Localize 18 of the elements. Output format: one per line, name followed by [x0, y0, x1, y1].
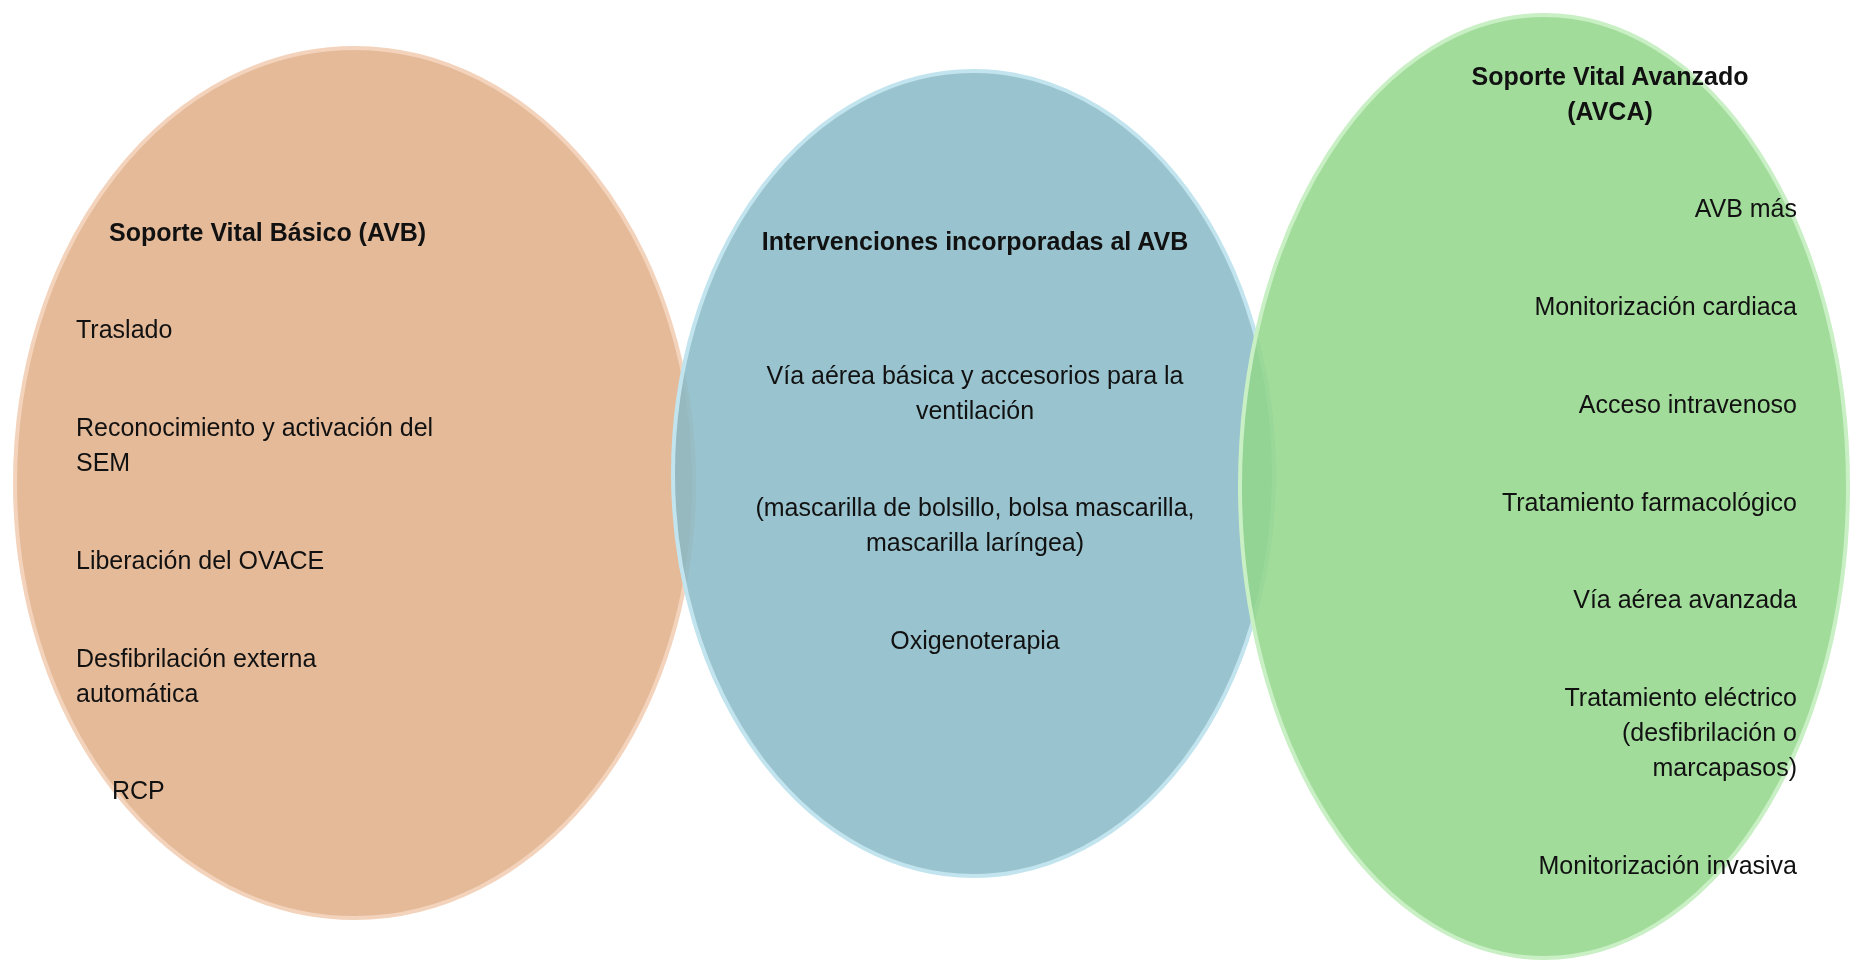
list-item: (mascarilla de bolsillo, bolsa mascarilla, mascarilla laríngea): [754, 492, 1196, 558]
heading: Intervenciones incorporadas al AVB: [760, 226, 1190, 257]
list-item: Tratamiento eléctrico (desfibrilación o marcapasos): [1563, 682, 1797, 783]
list-item: Desfibrilación externa automática: [76, 643, 318, 709]
list-item: RCP: [112, 775, 166, 806]
list-item: Tratamiento farmacológico: [1500, 487, 1797, 518]
heading: Soporte Vital Avanzado (AVCA): [1470, 61, 1750, 127]
list-item: Vía aérea básica y accesorios para la ventilación: [765, 360, 1185, 426]
list-item: Liberación del OVACE: [76, 545, 326, 576]
list-item: Traslado: [76, 314, 174, 345]
list-item: Reconocimiento y activación del SEM: [76, 412, 435, 478]
list-item: Oxigenoterapia: [889, 625, 1061, 656]
heading: Soporte Vital Básico (AVB): [109, 217, 428, 248]
list-item: AVB más: [1693, 193, 1797, 224]
list-item: Vía aérea avanzada: [1572, 584, 1797, 615]
list-item: Monitorización invasiva: [1537, 850, 1797, 881]
list-item: Monitorización cardiaca: [1533, 291, 1797, 322]
list-item: Acceso intravenoso: [1577, 389, 1797, 420]
